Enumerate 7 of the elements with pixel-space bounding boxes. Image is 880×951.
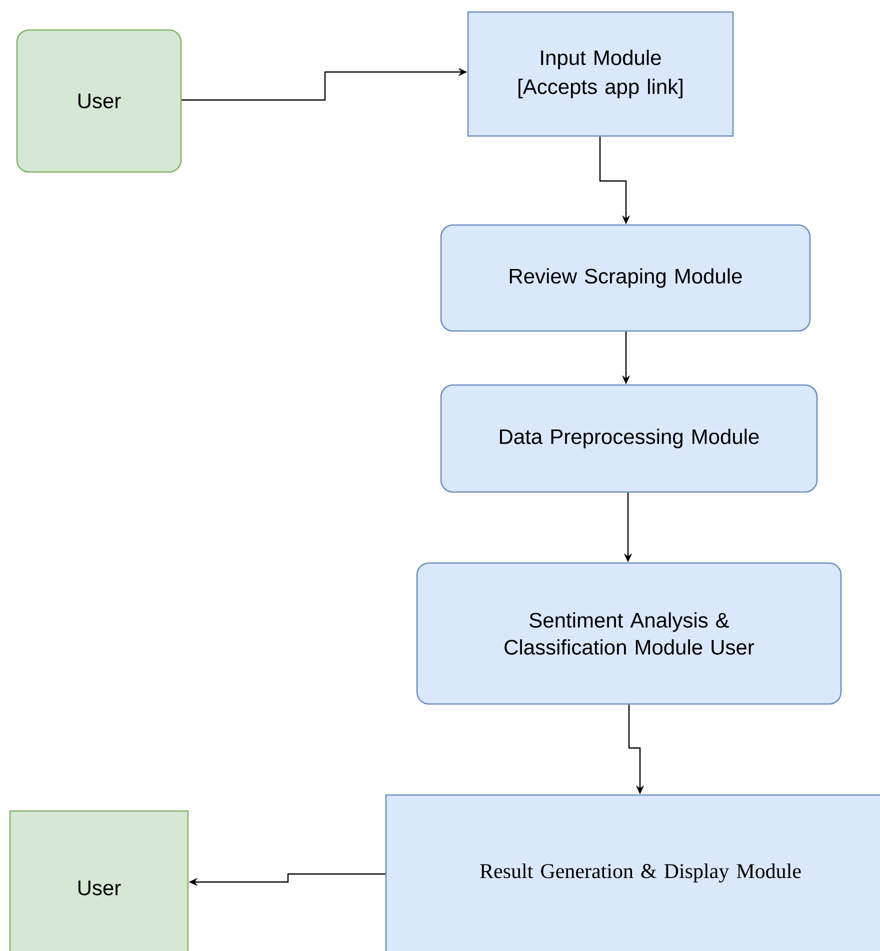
- user-box: User: [9, 810, 189, 951]
- process-box: Input Module [Accepts app link]: [467, 11, 734, 137]
- process-box: Result Generation & Display Module: [385, 794, 880, 951]
- process-box: Data Preprocessing Module: [440, 384, 818, 493]
- user-box: User: [16, 29, 182, 173]
- process-box: Review Scraping Module: [440, 224, 811, 332]
- process-box: Sentiment Analysis & Classification Module User: [416, 562, 842, 705]
